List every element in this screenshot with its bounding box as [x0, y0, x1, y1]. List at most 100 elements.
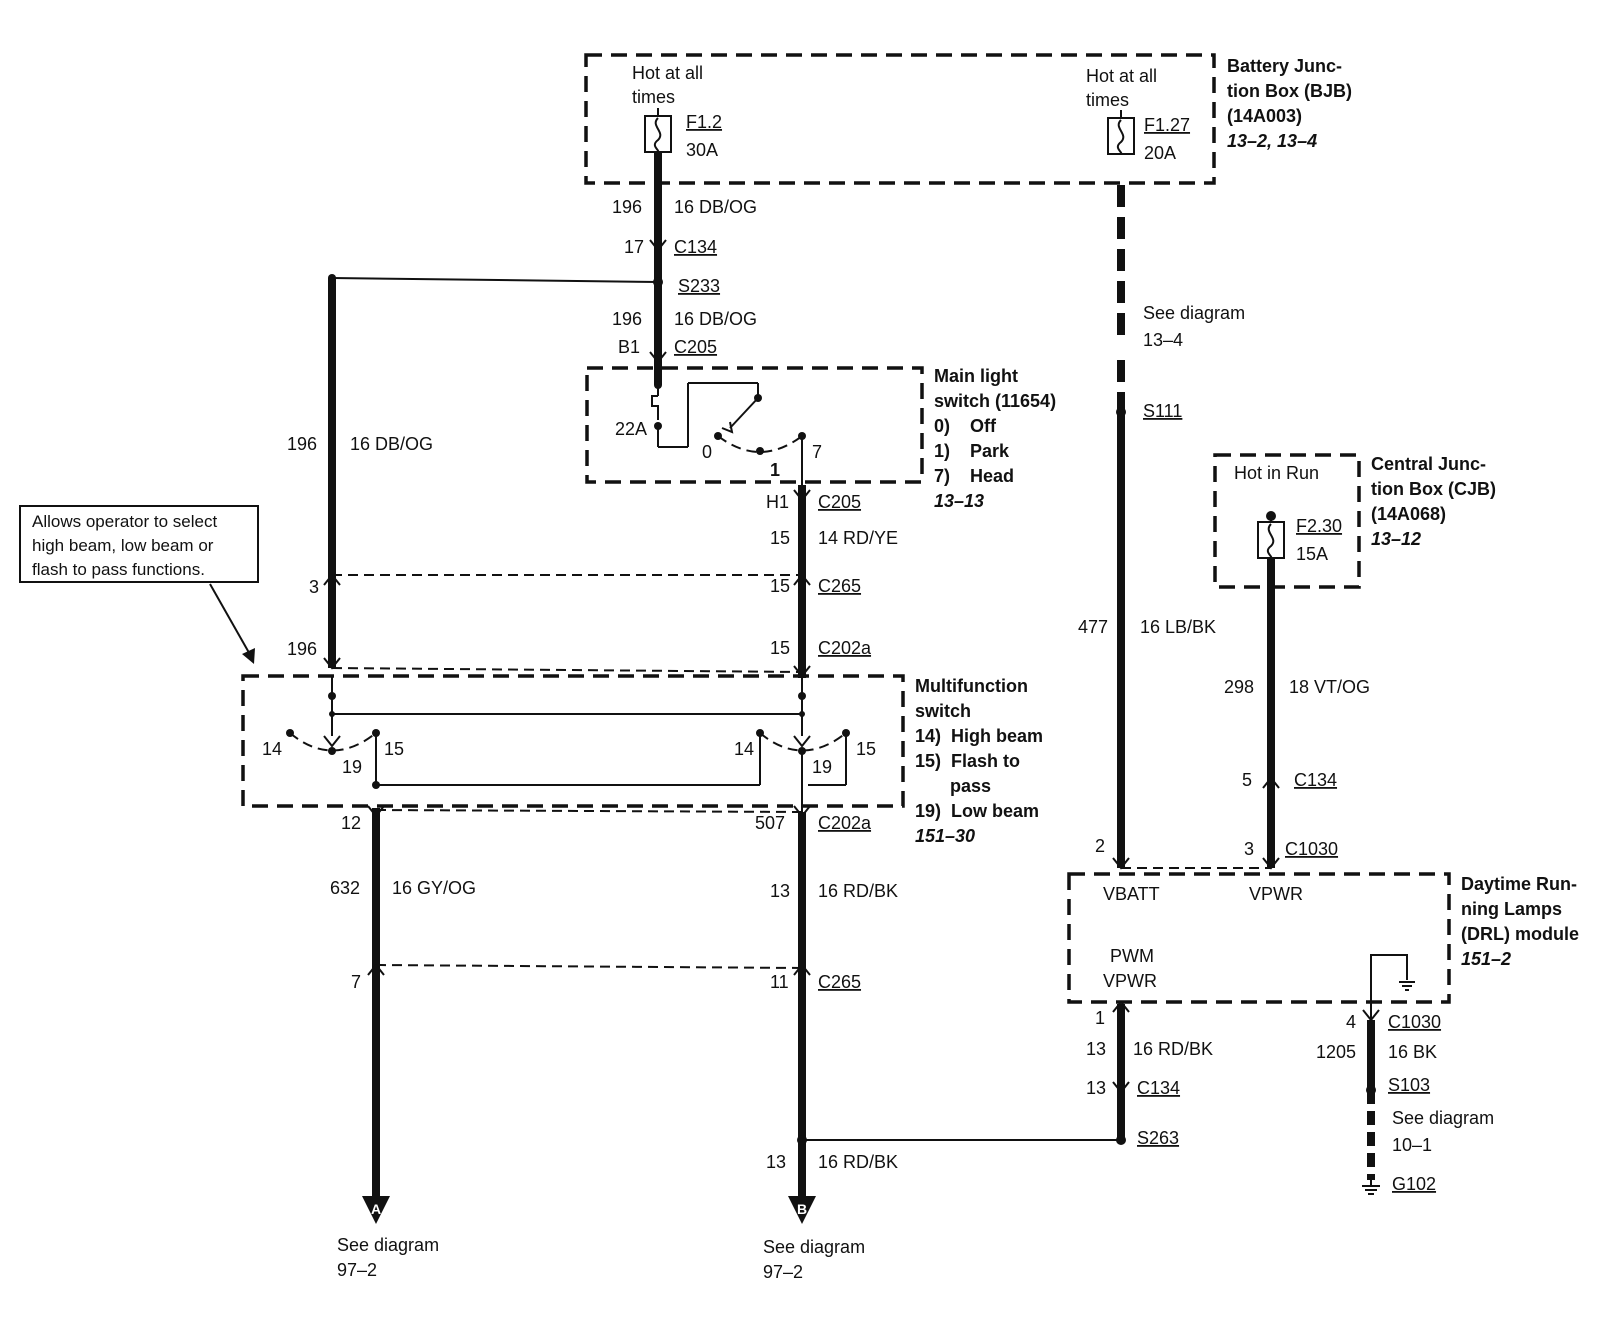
drl-pin-pwm: PWM: [1110, 946, 1154, 966]
circuit-number: 1205: [1316, 1042, 1356, 1062]
callout-note: Allows operator to select high beam, low…: [19, 505, 259, 664]
multifunction-option: 15) Flash to: [915, 751, 1020, 771]
connector-c202a: C202a: [818, 638, 872, 658]
bjb-hot-label-1b: times: [632, 87, 675, 107]
bjb-hot-label-1: Hot at all: [632, 63, 703, 83]
pin-number: 1: [1095, 1008, 1105, 1028]
switch-position: 15: [856, 739, 876, 759]
drl-ref: 151–2: [1461, 949, 1511, 969]
central-junction-box: Hot in Run F2.30 15A Central Junc- tion …: [1213, 453, 1496, 870]
circuit-number: 298: [1224, 677, 1254, 697]
switch-position: 19: [342, 757, 362, 777]
pin-number: 5: [1242, 770, 1252, 790]
low-beam-circuit-13: 507 C202a 13 16 RD/BK 11 C265 13 16 RD/B…: [375, 805, 1118, 1282]
fuse-f1-27-rating: 20A: [1144, 143, 1176, 163]
pin-number: 17: [624, 237, 644, 257]
circuit-number: 477: [1078, 617, 1108, 637]
main-switch-option: 1) Park: [934, 441, 1010, 461]
wire-color: 18 VT/OG: [1289, 677, 1370, 697]
pin-number: 3: [309, 577, 319, 597]
connector-c1030: C1030: [1388, 1012, 1441, 1032]
wire-color: 16 BK: [1388, 1042, 1437, 1062]
pin-number: B1: [618, 337, 640, 357]
splice-s263: S263: [1137, 1128, 1179, 1148]
main-switch-title-2: switch (11654): [934, 391, 1056, 411]
pin-number: 2: [1095, 836, 1105, 856]
connector-c265: C265: [818, 972, 861, 992]
battery-junction-box: Hot at all times F1.2 30A Hot at all tim…: [584, 53, 1352, 185]
switch-position: 14: [262, 739, 282, 759]
cjb-ref: 13–12: [1371, 529, 1421, 549]
wire-color: 16 RD/BK: [818, 1152, 898, 1172]
drl-pin-vpwr: VPWR: [1249, 884, 1303, 904]
multifunction-title-2: switch: [915, 701, 971, 721]
drl-module: VBATT VPWR PWM VPWR Daytime Run- ning La…: [1067, 867, 1579, 1020]
ground-g102: G102: [1392, 1174, 1436, 1194]
connector-letter: B: [797, 1201, 807, 1217]
multifunction-option: 19) Low beam: [915, 801, 1039, 821]
splice-s111: S111: [1143, 401, 1182, 421]
pin-number: 15: [770, 638, 790, 658]
cjb-title-1: Central Junc-: [1371, 454, 1486, 474]
multifunction-switch: 14 19 15 14 19 15 Multifunction switch 1…: [241, 674, 1043, 846]
switch-position: 1: [770, 460, 780, 480]
callout-line: high beam, low beam or: [32, 536, 214, 555]
main-switch-option: 0) Off: [934, 416, 997, 436]
switch-position: 15: [384, 739, 404, 759]
connector-arrow-b: [788, 1196, 816, 1224]
connector-c134: C134: [1137, 1078, 1180, 1098]
circuit-number: 196: [612, 197, 642, 217]
see-diagram-ref: 97–2: [337, 1260, 377, 1280]
switch-position: 0: [702, 442, 712, 462]
ground-icon: [1362, 1180, 1380, 1195]
connector-arrow-a: [362, 1196, 390, 1224]
pin-number: 7: [351, 972, 361, 992]
circuit-number: 13: [1086, 1039, 1106, 1059]
splice-s233: S233: [678, 276, 720, 296]
pin-number: 507: [755, 813, 785, 833]
multifunction-ref: 151–30: [915, 826, 975, 846]
bjb-title-1: Battery Junc-: [1227, 56, 1342, 76]
see-diagram: See diagram: [1143, 303, 1245, 323]
cjb-hot-label: Hot in Run: [1234, 463, 1319, 483]
switch-position: 7: [812, 442, 822, 462]
fuse-icon: [1257, 521, 1285, 559]
connector-c205: C205: [818, 492, 861, 512]
drl-title-2: ning Lamps: [1461, 899, 1562, 919]
vbatt-circuit-477: See diagram 13–4 S111 477 16 LB/BK 2: [1078, 185, 1245, 870]
see-diagram: See diagram: [763, 1237, 865, 1257]
main-light-switch: 22A 0 1 7 Main light switch (11654) 0) O…: [585, 366, 1056, 511]
multifunction-option: 14) High beam: [915, 726, 1043, 746]
see-diagram-ref: 97–2: [763, 1262, 803, 1282]
connector-c205: C205: [674, 337, 717, 357]
wire-color: 14 RD/YE: [818, 528, 898, 548]
bjb-title-2: tion Box (BJB): [1227, 81, 1352, 101]
main-switch-ref: 13–13: [934, 491, 984, 511]
main-switch-option: 7) Head: [934, 466, 1014, 486]
fuse-f1-27: F1.27: [1144, 115, 1190, 135]
circuit-number: 196: [612, 309, 642, 329]
drl-pin-pwm-vpwr: VPWR: [1103, 971, 1157, 991]
wire-color: 16 DB/OG: [674, 197, 757, 217]
cjb-title-2: tion Box (CJB): [1371, 479, 1496, 499]
circuit-number: 13: [766, 1152, 786, 1172]
drl-output-circuits: 1 13 16 RD/BK 13 C134 S263 4 C1030 1205 …: [1086, 1000, 1494, 1195]
fuse-icon: [644, 115, 672, 153]
bjb-title-3: (14A003): [1227, 106, 1302, 126]
main-switch-title-1: Main light: [934, 366, 1018, 386]
connector-c134: C134: [1294, 770, 1337, 790]
wire-color: 16 GY/OG: [392, 878, 476, 898]
pin-number: 11: [770, 972, 789, 992]
feed-circuit-196: 196 16 DB/OG 17 C134 S233 196 16 DB/OG B…: [287, 152, 757, 668]
circuit-number: 196: [287, 434, 317, 454]
drl-pin-vbatt: VBATT: [1103, 884, 1160, 904]
circuit-number: 15: [770, 528, 790, 548]
pin-number: 12: [341, 813, 361, 833]
wire-color: 16 DB/OG: [350, 434, 433, 454]
fuse-icon: [1107, 117, 1135, 155]
high-beam-circuit-632: 12 632 16 GY/OG 7 A See diagram 97–2: [330, 805, 803, 1280]
fuse-f2-30-rating: 15A: [1296, 544, 1328, 564]
connector-c134: C134: [674, 237, 717, 257]
see-diagram-ref: 13–4: [1143, 330, 1183, 350]
